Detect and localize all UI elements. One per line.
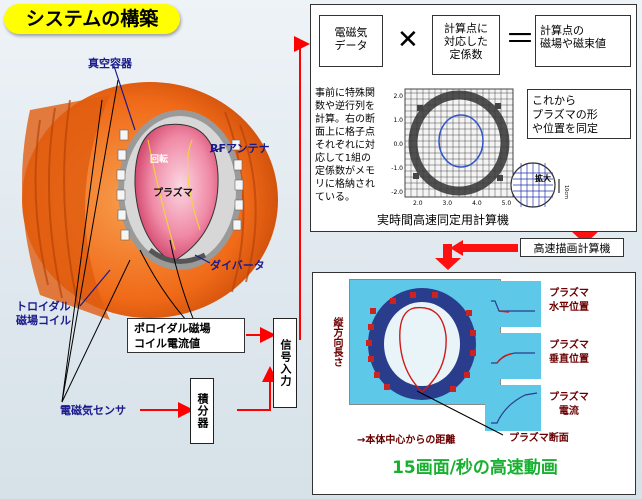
- indicator-vertical-position: プラズマ 垂直位置: [549, 340, 589, 365]
- zoom-scale-label: 10cm: [563, 185, 569, 199]
- integrator-box: 積分器: [190, 378, 214, 444]
- display-panel: 縦方向長さ →本体中心からの距離 プラズマ断面 プラズマ 水平位置 プラズマ 垂…: [312, 272, 636, 495]
- plasma-section-label: プラズマ断面: [509, 433, 569, 444]
- vertical-position-chart: [485, 333, 541, 379]
- precompute-description: 事前に特殊関 数や逆行列を 計算。右の断 面上に格子点 それぞれに対 応して1組…: [315, 88, 375, 203]
- page-title: システムの構築: [4, 4, 180, 34]
- zoom-circle: [510, 162, 560, 208]
- rf-antenna-label: RFアンテナ: [210, 142, 270, 155]
- fast-drawing-computer-label: 高速描画計算機: [520, 238, 624, 257]
- torus-illustration: [22, 82, 278, 320]
- vertical-length-axis: 縦方向長さ: [331, 317, 342, 367]
- indicator-horizontal-position: プラズマ 水平位置: [549, 288, 589, 313]
- identify-box: これから プラズマの形 や位置を同定: [527, 89, 631, 139]
- horizontal-distance-axis: →本体中心からの距離: [357, 435, 456, 446]
- y-tick-labels: 2.0 1.0 0.0 -1.0 -2.0: [391, 93, 403, 196]
- em-data-box: 電磁気 データ: [319, 15, 383, 67]
- signal-input-box: 信号入力: [273, 318, 297, 408]
- poloidal-coil-current-box: ポロイダル磁場 コイル電流値: [127, 318, 245, 353]
- plasma-label: プラズマ: [153, 188, 193, 199]
- x-tick-labels: 2.0 3.0 4.0 5.0: [413, 200, 512, 207]
- plasma-current-chart: [485, 385, 541, 431]
- equals-symbol: ＝: [505, 22, 535, 57]
- rotation-label: 回転: [150, 155, 169, 165]
- zoom-label: 拡大: [535, 174, 551, 183]
- coefficient-box: 計算点に 対応した 定係数: [432, 15, 500, 75]
- horizontal-position-chart: [485, 281, 541, 327]
- video-caption: 15画面/秒の高速動画: [392, 458, 558, 478]
- result-box: 計算点の 磁場や磁束値: [535, 15, 631, 67]
- indicator-plasma-current: プラズマ 電流: [549, 392, 589, 417]
- em-sensor-label: 電磁気センサ: [60, 404, 126, 417]
- plasma-cross-section-view: [366, 288, 476, 400]
- vacuum-vessel-label: 真空容器: [88, 57, 132, 70]
- realtime-computer-label: 実時間高速同定用計算機: [377, 213, 510, 227]
- grid-cross-section: [404, 88, 514, 198]
- section-pointer-line: [416, 390, 504, 436]
- toroidal-coil-label: トロイダル 磁場コイル: [16, 300, 71, 327]
- divertor-label: ダイバータ: [210, 259, 265, 272]
- realtime-computer-panel: 電磁気 データ ✕ 計算点に 対応した 定係数 ＝ 計算点の 磁場や磁束値 事前…: [310, 4, 637, 232]
- cross-section-screen: [349, 279, 501, 405]
- multiply-symbol: ✕: [397, 25, 419, 55]
